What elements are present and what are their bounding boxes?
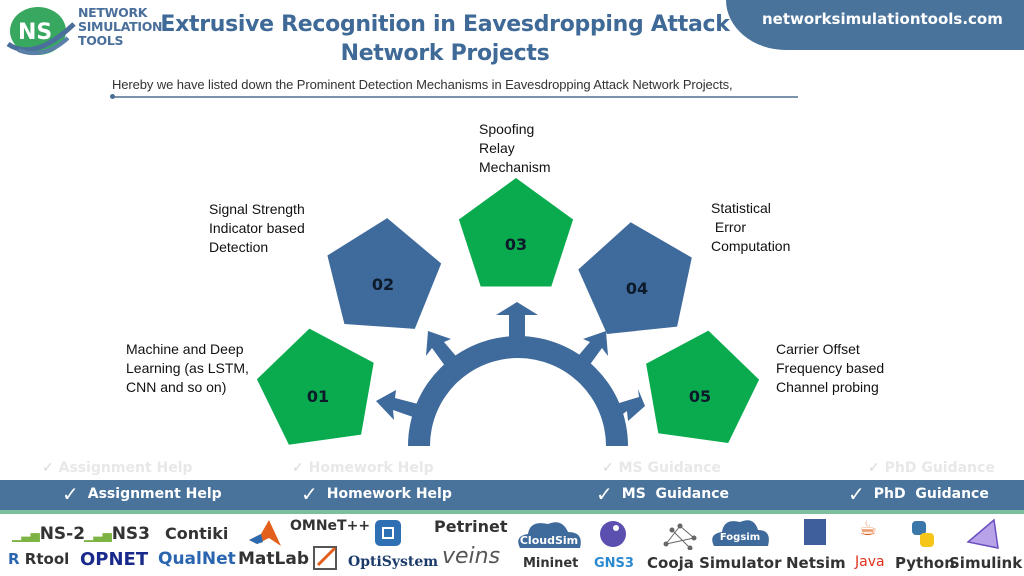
arrow-upper-right — [573, 331, 608, 370]
pencil-icon — [313, 546, 337, 570]
check-icon: ✓ — [848, 482, 865, 506]
arrow-upper-left — [426, 331, 461, 370]
tool-contiki: Contiki — [165, 524, 229, 543]
item-04-label: Statistical Error Computation — [711, 200, 791, 254]
detection-diagram: 01 02 03 04 05 — [256, 178, 760, 446]
service-ms-guidance[interactable]: ✓ MS Guidance — [596, 484, 729, 504]
tool-ns3: ▁▃▅NS3 — [84, 524, 150, 544]
pentagon-04 — [578, 222, 692, 334]
tool-simulink: Simulink — [949, 554, 1023, 572]
tool-opnet: OPNET — [80, 549, 149, 570]
item-02-label: Signal Strength Indicator based Detectio… — [209, 201, 305, 255]
service-label: MS Guidance — [621, 486, 730, 502]
service-assignment-help[interactable]: ✓ Assignment Help — [62, 484, 222, 504]
tool-petrinet: Petrinet — [434, 517, 508, 536]
ghost-item: ✓ Homework Help — [292, 460, 434, 476]
tool-veins: veins — [442, 544, 501, 569]
arrow-up — [496, 302, 538, 342]
ghost-item: ✓ MS Guidance — [602, 460, 721, 476]
item-03-label: Spoofing Relay Mechanism — [479, 121, 551, 175]
pentagon-01 — [256, 328, 374, 445]
item-number-02: 02 — [372, 275, 394, 294]
gns3-chameleon-icon — [600, 521, 626, 547]
tool-rtool: R Rtool — [8, 550, 70, 568]
svg-text:Fogsim: Fogsim — [720, 532, 760, 543]
netsim-icon — [804, 519, 826, 545]
tool-optisystem: OptiSystem — [348, 554, 439, 570]
website-link[interactable]: networksimulationtools.com — [762, 10, 1003, 28]
arrow-right — [616, 389, 645, 421]
tool-qualnet: QualNet — [158, 549, 236, 569]
ghost-item: ✓ Assignment Help — [42, 460, 193, 476]
tool-mininet: Mininet — [523, 556, 579, 571]
service-homework-help[interactable]: ✓ Homework Help — [301, 484, 452, 504]
pentagon-05 — [646, 330, 760, 443]
title-line-1: Extrusive Recognition in Eavesdropping A… — [160, 12, 730, 37]
tools-logo-strip: ▁▃▅NS-2 ▁▃▅NS3 Contiki OMNeT++ Petrinet … — [0, 514, 1024, 576]
subtitle-bullet — [110, 94, 115, 99]
subtitle: Hereby we have listed down the Prominent… — [112, 77, 733, 92]
title-line-2: Network Projects — [340, 41, 550, 66]
optisystem-icon — [375, 520, 401, 546]
service-label: PhD Guidance — [873, 486, 989, 502]
website-banner — [726, 0, 1024, 50]
item-number-04: 04 — [626, 279, 648, 298]
logo-line-3: TOOLS — [78, 33, 124, 48]
matlab-icon — [249, 520, 281, 546]
simulink-icon — [966, 518, 999, 549]
logo-line-2: SIMULATION — [78, 19, 163, 34]
tool-ns2: ▁▃▅NS-2 — [12, 524, 86, 544]
item-01-label: Machine and Deep Learning (as LSTM, CNN … — [126, 341, 249, 395]
item-05-label: Carrier Offset Frequency based Channel p… — [776, 341, 885, 395]
item-number-01: 01 — [307, 387, 329, 406]
subtitle-underline — [112, 96, 798, 98]
cloudsim-icon: CloudSim — [518, 522, 581, 548]
service-phd-guidance[interactable]: ✓ PhD Guidance — [848, 484, 989, 504]
service-label: Assignment Help — [87, 486, 222, 502]
check-icon: ✓ — [596, 482, 613, 506]
cooja-network-icon — [663, 523, 697, 550]
check-icon: ✓ — [62, 482, 79, 506]
item-number-05: 05 — [689, 387, 711, 406]
tool-python: Python — [895, 554, 955, 572]
center-arc — [408, 336, 628, 446]
accent-strip — [0, 510, 1024, 514]
services-reflection: ✓ Assignment Help ✓ Homework Help ✓ MS G… — [0, 460, 1024, 480]
fogsim-icon: Fogsim — [712, 520, 769, 546]
service-label: Homework Help — [326, 486, 452, 502]
tool-java: Java — [855, 554, 885, 570]
item-number-03: 03 — [505, 235, 527, 254]
arrow-left — [376, 390, 418, 420]
logo-line-1: NETWORK — [78, 5, 148, 20]
check-icon: ✓ — [301, 482, 318, 506]
tool-gns3: GNS3 — [594, 556, 634, 571]
logo-text: NETWORK SIMULATION TOOLS — [78, 6, 162, 48]
services-bar: ✓ Assignment Help ✓ Homework Help ✓ MS G… — [0, 480, 1024, 510]
page-title: Extrusive Recognition in Eavesdropping A… — [160, 10, 730, 68]
tool-netsim: Netsim — [786, 554, 846, 572]
svg-text:CloudSim: CloudSim — [520, 534, 578, 547]
pentagon-03 — [458, 178, 574, 287]
logo-icon: NS — [6, 7, 76, 55]
tool-matlab: MatLab — [238, 549, 309, 569]
java-cup-icon: ☕ — [859, 516, 877, 540]
tool-omnet: OMNeT++ — [290, 518, 371, 534]
python-icon — [912, 521, 934, 547]
ghost-item: ✓ PhD Guidance — [868, 460, 995, 476]
logo-initials: NS — [18, 20, 52, 45]
pentagon-02 — [327, 218, 442, 329]
tool-cooja: Cooja Simulator — [647, 554, 782, 572]
semicircle-with-five-arrows-icon — [376, 302, 645, 446]
